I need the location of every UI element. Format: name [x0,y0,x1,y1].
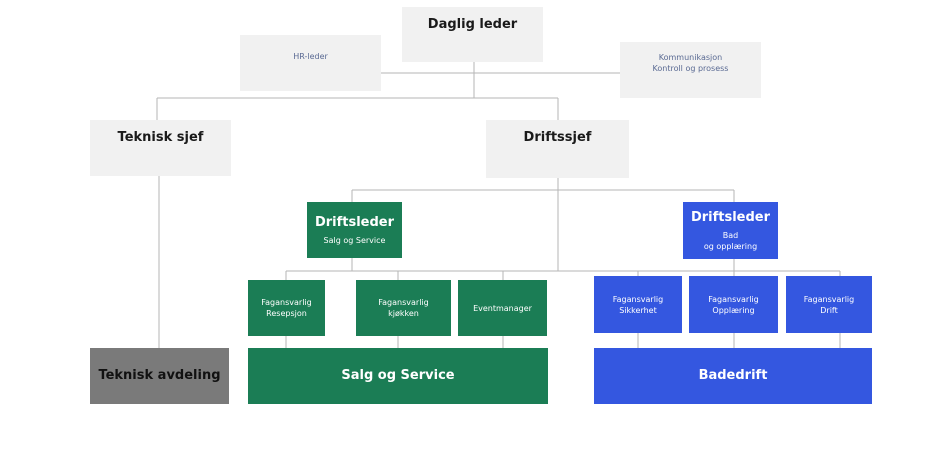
eventmanager-title: Eventmanager [473,303,532,313]
bath-operations-department-title: Badedrift [698,368,768,383]
eventmanager-box: Eventmanager [458,280,547,336]
specialist-reception-line2: Resepsjon [266,309,307,318]
specialist-kitchen-line1: Fagansvarlig [378,298,429,307]
specialist-safety-line2: Sikkerhet [619,305,657,315]
specialist-training-box: Fagansvarlig Opplæring [689,276,778,333]
ops-lead-bath-line1: Bad [722,230,739,240]
specialist-operations-line1: Fagansvarlig [803,294,855,304]
technical-department-title: Teknisk avdeling [98,368,221,383]
specialist-reception-box: Fagansvarlig Resepsjon [248,280,325,336]
specialist-reception-line1: Fagansvarlig [261,298,312,307]
hr-title: HR-leder [293,52,328,61]
ops-chief-box: Driftssjef [486,120,629,178]
communication-line2: Kontroll og prosess [652,64,729,73]
ops-lead-bath-box: Driftsleder Bad og opplæring [683,202,778,259]
specialist-training-line1: Fagansvarlig [708,294,759,304]
specialist-kitchen-line2: kjøkken [388,309,419,318]
technical-department-box: Teknisk avdeling [90,348,229,404]
specialist-safety-box: Fagansvarlig Sikkerhet [594,276,682,333]
specialist-kitchen-box: Fagansvarlig kjøkken [356,280,451,336]
hr-box: HR-leder [240,35,381,91]
specialist-operations-line2: Drift [820,305,838,315]
communication-line1: Kommunikasjon [658,53,723,62]
ops-lead-sales-title: Driftsleder [314,214,395,230]
specialist-training-line2: Opplæring [712,305,755,315]
ops-lead-sales-box: Driftsleder Salg og Service [307,202,402,258]
ops-chief-title: Driftssjef [523,130,592,145]
specialist-safety-line1: Fagansvarlig [612,294,664,304]
ops-lead-bath-line2: og opplæring [703,241,758,251]
specialist-operations-box: Fagansvarlig Drift [786,276,872,333]
sales-service-department-title: Salg og Service [341,368,455,383]
ceo-box: Daglig leder [402,7,543,62]
ceo-title: Daglig leder [427,17,518,32]
communication-box: Kommunikasjon Kontroll og prosess [620,42,761,98]
technical-chief-title: Teknisk sjef [117,130,204,145]
ops-lead-sales-subtitle: Salg og Service [323,235,386,245]
sales-service-department-box: Salg og Service [248,348,548,404]
ops-lead-bath-title: Driftsleder [690,209,771,225]
technical-chief-box: Teknisk sjef [90,120,231,176]
bath-operations-department-box: Badedrift [594,348,872,404]
